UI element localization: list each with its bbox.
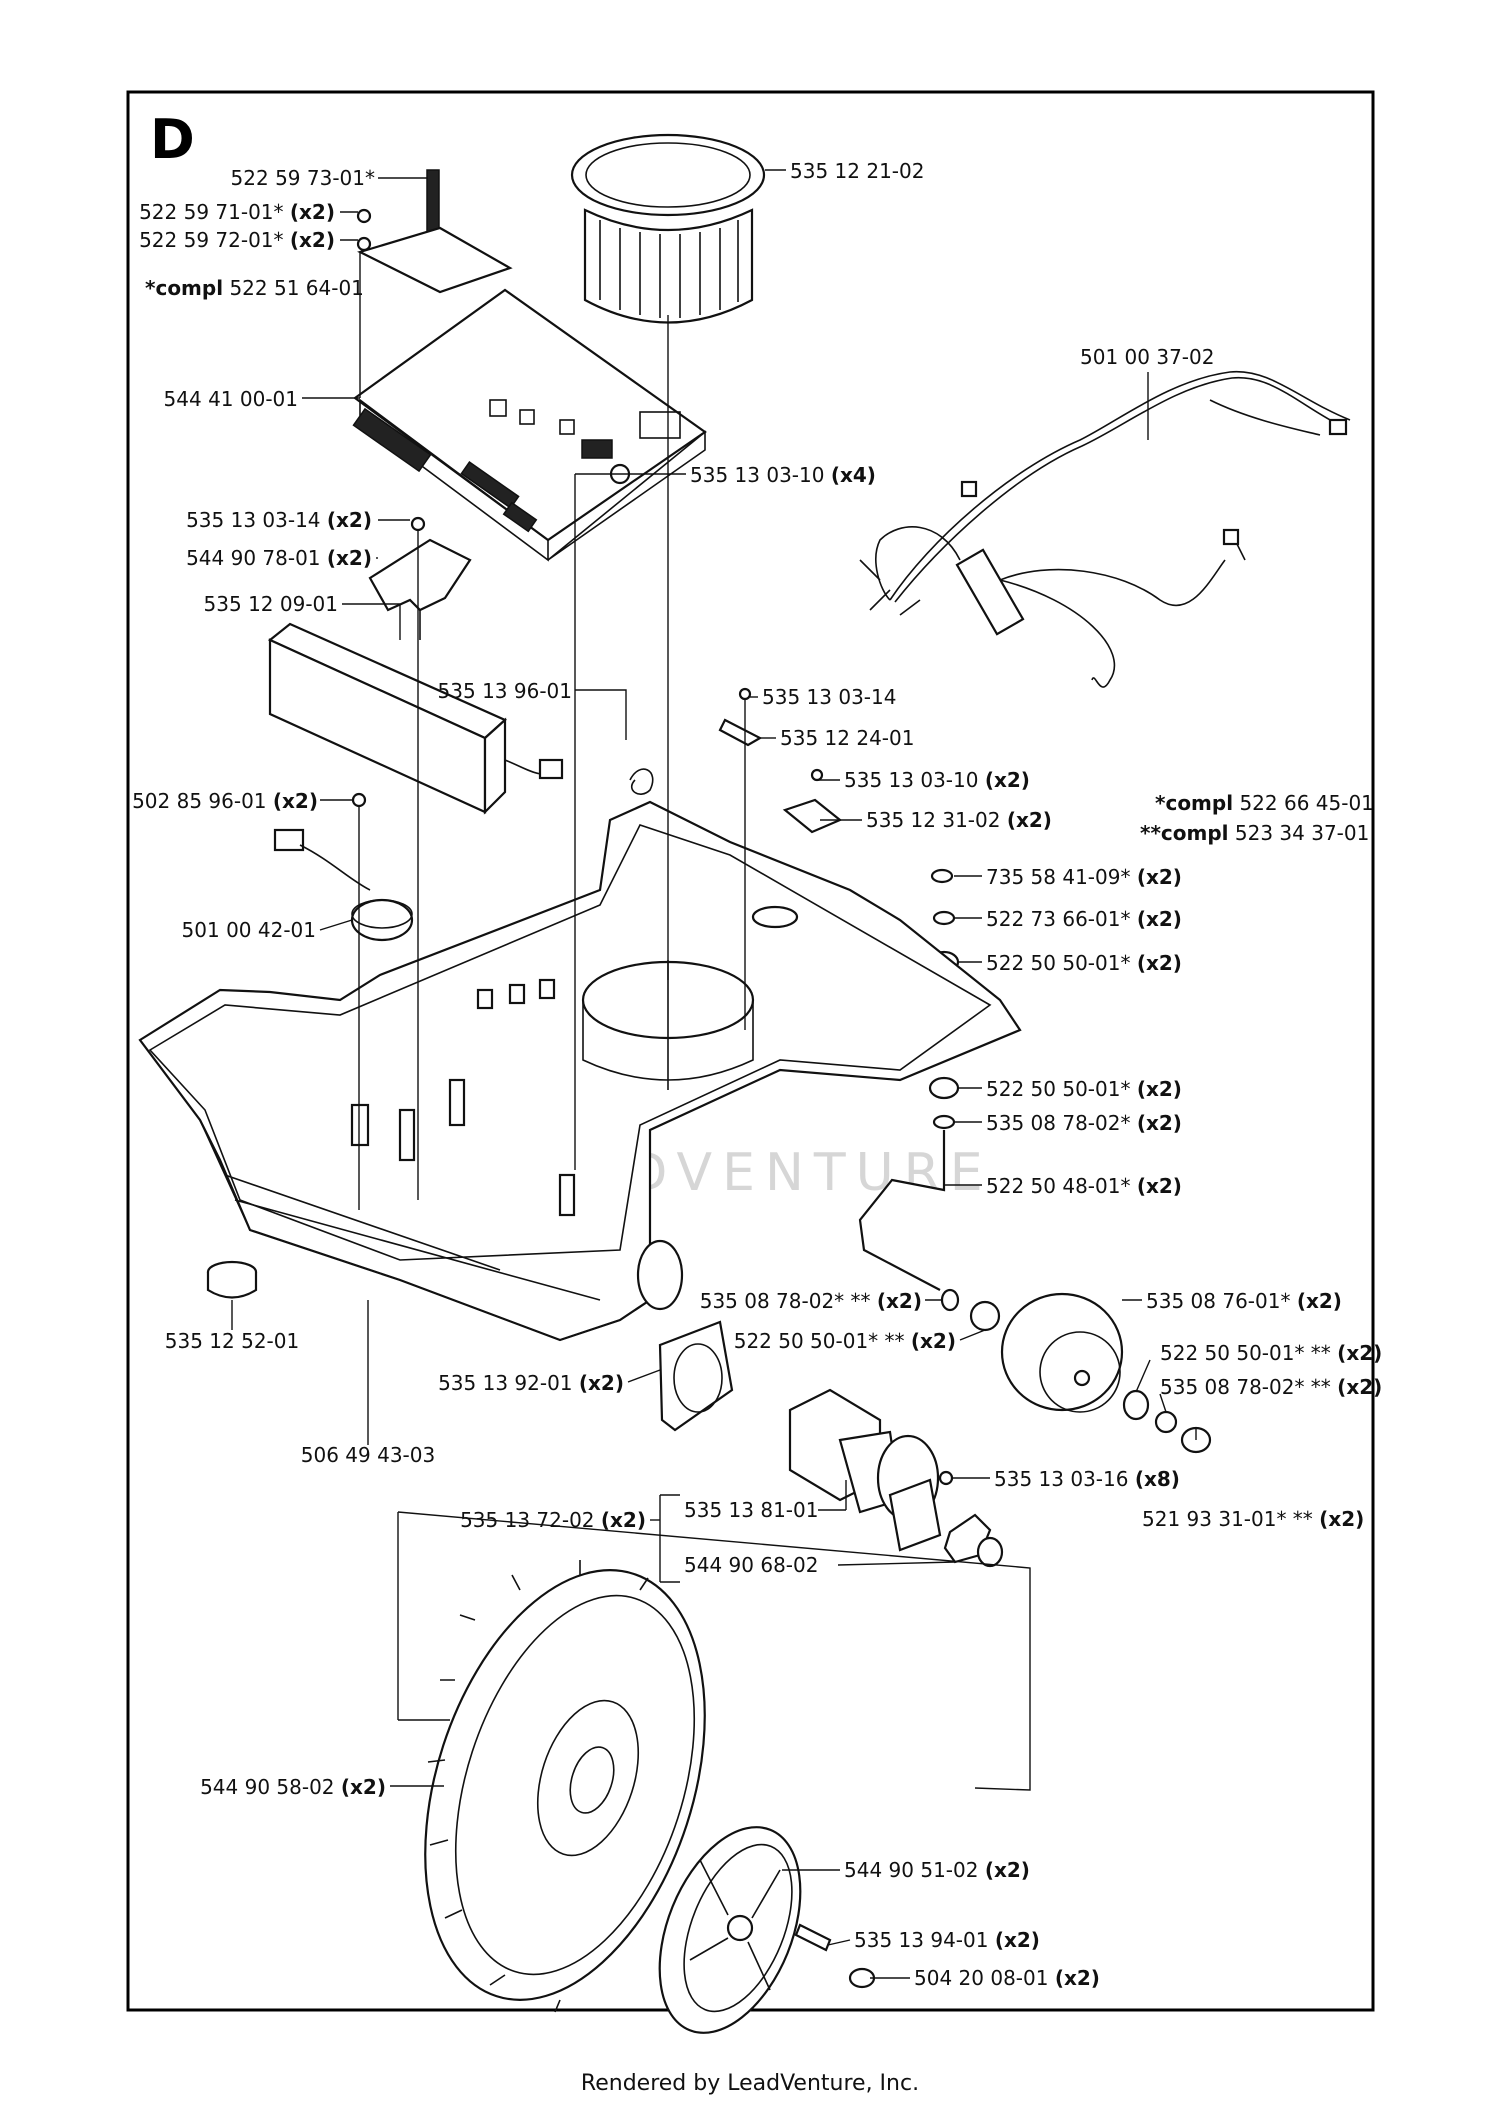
part-label: 506 49 43-03 — [301, 1443, 435, 1467]
screw-drawing — [738, 687, 752, 701]
part-label: 535 12 21-02 — [790, 159, 924, 183]
washer-drawing — [932, 1114, 956, 1130]
part-label: 544 90 78-01 (x2) — [186, 546, 372, 570]
screw-drawing — [810, 768, 824, 782]
part-drawings — [138, 133, 1351, 2034]
footer-credit: Rendered by LeadVenture, Inc. — [581, 2071, 919, 2096]
part-label: 735 58 41-09* (x2) — [986, 865, 1182, 889]
motor-drawing — [788, 1388, 954, 1552]
part-label: 521 93 31-01* ** (x2) — [1142, 1507, 1364, 1531]
gasket-drawing — [658, 1320, 734, 1432]
part-label: 535 12 24-01 — [780, 726, 914, 750]
part-label: 535 12 52-01 — [165, 1329, 299, 1353]
part-label: 535 08 78-02* (x2) — [986, 1111, 1182, 1135]
bolt-drawing — [794, 1923, 832, 1952]
part-label: 544 90 58-02 (x2) — [200, 1775, 386, 1799]
washer-drawing — [356, 236, 372, 252]
bottom-ring-drawing — [206, 1260, 258, 1299]
compl-note: *compl 522 66 45-01 — [1155, 791, 1374, 815]
part-label: 501 00 42-01 — [182, 918, 316, 942]
clip-drawing — [629, 768, 654, 795]
axle-drawing — [858, 1130, 946, 1291]
front-wheel-drawing — [940, 1288, 1212, 1454]
part-label: 535 13 03-10 (x2) — [844, 768, 1030, 792]
part-label: 535 12 09-01 — [204, 592, 338, 616]
part-label: 544 90 68-02 — [684, 1553, 818, 1577]
circuit-board-drawing — [352, 226, 707, 562]
bearing-drawing — [928, 1076, 960, 1100]
part-label: 522 73 66-01* (x2) — [986, 907, 1182, 931]
part-label: 535 13 94-01 (x2) — [854, 1928, 1040, 1952]
part-label: 535 13 92-01 (x2) — [438, 1371, 624, 1395]
part-label: 535 13 96-01 — [438, 679, 572, 703]
screw-drawing — [356, 208, 372, 224]
part-label: 535 13 03-10 (x4) — [690, 463, 876, 487]
part-label: 522 50 50-01* ** (x2) — [734, 1329, 956, 1353]
drive-wheel-bracket-line — [397, 1511, 1031, 1791]
wiring-harness-drawing — [859, 370, 1351, 688]
plate-drawing — [782, 798, 843, 834]
leader-lines — [231, 169, 1197, 1979]
bearing-drawing — [930, 868, 954, 884]
washer-drawing — [932, 910, 956, 926]
part-label: 522 59 72-01* (x2) — [139, 228, 335, 252]
callout-labels: 522 59 73-01* 522 59 71-01* (x2) 522 59 … — [132, 159, 1382, 1990]
compl-note: *compl 522 51 64-01 — [145, 276, 364, 300]
top-ring-drawing — [570, 133, 766, 324]
part-label: 535 13 81-01 — [684, 1498, 818, 1522]
screw-drawing — [351, 792, 367, 808]
part-label: 535 13 03-14 — [762, 685, 896, 709]
part-label: 535 12 31-02 (x2) — [866, 808, 1052, 832]
part-label: 522 50 48-01* (x2) — [986, 1174, 1182, 1198]
gear-hub-drawing — [943, 1513, 1004, 1568]
part-label: 535 08 76-01* (x2) — [1146, 1289, 1342, 1313]
bracket-drawing — [368, 516, 472, 640]
part-label: 501 00 37-02 — [1080, 345, 1214, 369]
part-label: 522 59 71-01* (x2) — [139, 200, 335, 224]
battery-drawing — [267, 622, 564, 815]
part-label: 535 13 03-16 (x8) — [994, 1467, 1180, 1491]
part-label: 522 50 50-01* (x2) — [986, 1077, 1182, 1101]
section-letter: D — [150, 108, 195, 171]
hub-cap-drawing — [658, 1826, 802, 2034]
part-label: 502 85 96-01 (x2) — [132, 789, 318, 813]
part-label: 522 50 50-01* ** (x2) — [1160, 1341, 1382, 1365]
part-label: 535 08 78-02* ** (x2) — [1160, 1375, 1382, 1399]
chassis-drawing — [138, 800, 1022, 1342]
part-label: 504 20 08-01 (x2) — [914, 1966, 1100, 1990]
spring-clip-drawing — [718, 718, 763, 747]
part-label: 535 13 72-02 (x2) — [460, 1508, 646, 1532]
part-label: 544 41 00-01 — [164, 387, 298, 411]
compl-note: **compl 523 34 37-01 — [1140, 821, 1369, 845]
part-label: 535 13 03-14 (x2) — [186, 508, 372, 532]
part-label: 522 59 73-01* — [231, 166, 375, 190]
drive-wheel-drawing — [424, 1560, 706, 2013]
part-label: 522 50 50-01* (x2) — [986, 951, 1182, 975]
part-label: 544 90 51-02 (x2) — [844, 1858, 1030, 1882]
part-label: 535 08 78-02* ** (x2) — [700, 1289, 922, 1313]
